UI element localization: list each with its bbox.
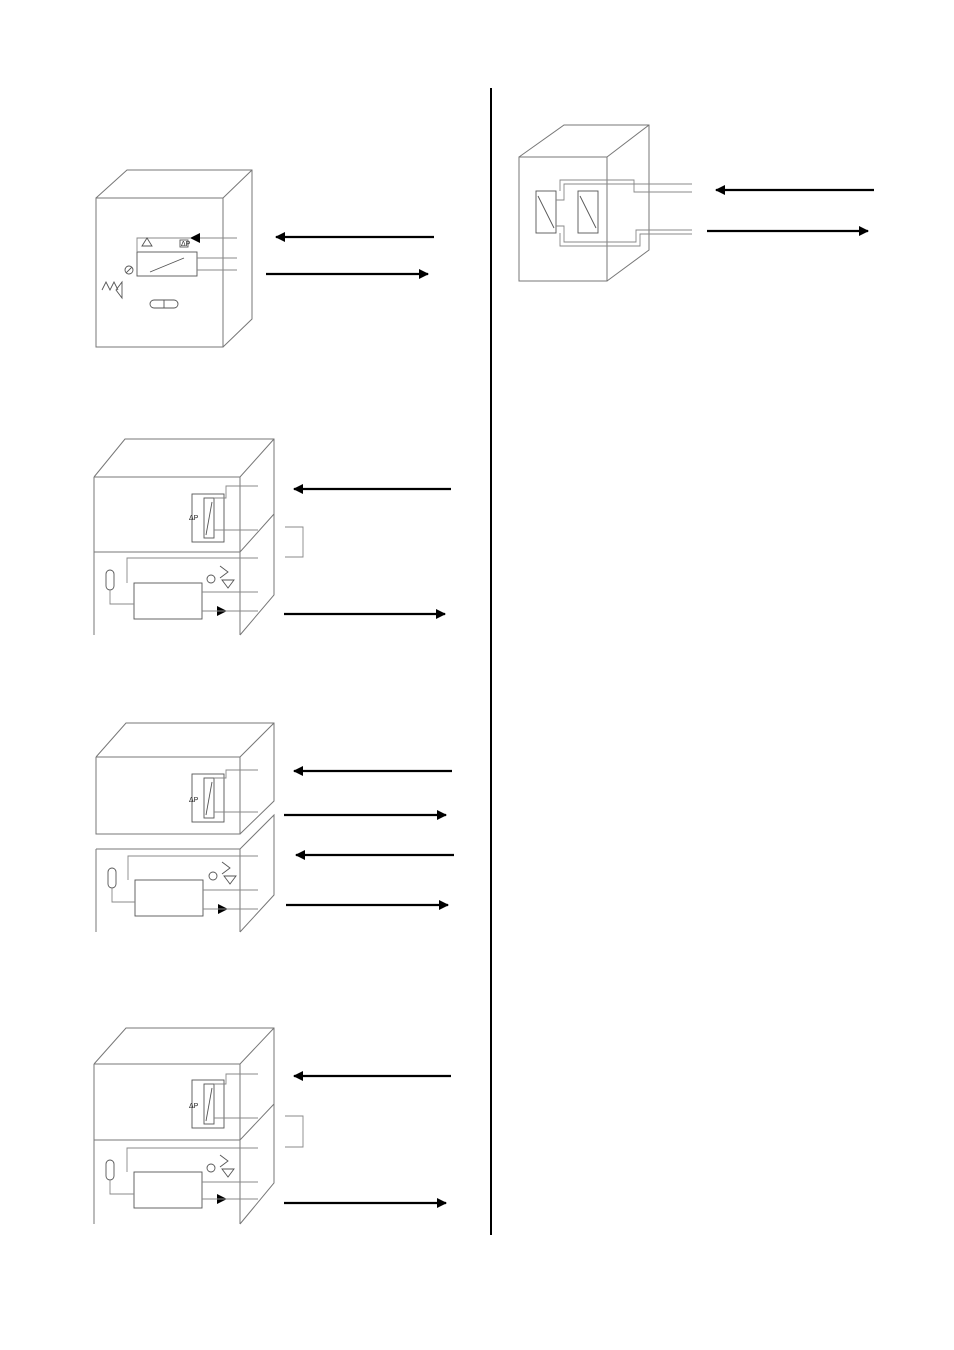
accumulator-icon (107, 867, 117, 889)
pump-circuit (105, 557, 258, 620)
figure-single-unit: ΔP (95, 169, 434, 348)
relief-valve-icon (115, 280, 123, 300)
delta-p-gauge-icon (179, 239, 189, 248)
filter-circuit: ΔP (189, 485, 304, 558)
figure-stacked-separate: ΔP (95, 722, 454, 933)
pump-circuit (105, 1147, 258, 1209)
relief-valve-icon (223, 875, 237, 885)
relief-valve-icon (221, 579, 235, 589)
delta-p-label: ΔP (181, 241, 191, 248)
dual-filter-circuit (535, 179, 692, 247)
cabinet-box (95, 169, 253, 348)
relief-spring-icon (101, 280, 119, 292)
delta-p-label: ΔP (189, 797, 199, 804)
cabinet-box-lower (95, 813, 275, 933)
accumulator-icon (105, 1159, 115, 1181)
relief-spring-icon (219, 565, 229, 579)
figure-stacked-loop: ΔP (93, 438, 451, 636)
pump-circuit (107, 855, 258, 917)
figure-dual-filter (518, 124, 874, 282)
gauge-icon (206, 574, 216, 584)
cabinet-box (93, 1027, 275, 1225)
delta-p-label: ΔP (189, 1103, 199, 1110)
figure-stacked-loop-2: ΔP (93, 1027, 451, 1225)
relief-spring-icon (221, 861, 231, 875)
accumulator-icon (105, 569, 115, 591)
relief-spring-icon (219, 1154, 229, 1168)
relief-valve-icon (221, 1168, 235, 1178)
gauge-icon (208, 871, 218, 881)
cabinet-box (518, 124, 650, 282)
filter-circuit: ΔP (101, 233, 237, 309)
triangle-port-icon (141, 237, 153, 247)
gauge-icon (206, 1163, 216, 1173)
delta-p-label: ΔP (189, 515, 199, 522)
cabinet-box-upper (95, 722, 275, 835)
filter-circuit: ΔP (189, 1073, 304, 1148)
cabinet-box (93, 438, 275, 636)
gauge-icon (124, 265, 134, 275)
filter-circuit: ΔP (189, 769, 258, 823)
check-valve-icon (190, 233, 200, 243)
